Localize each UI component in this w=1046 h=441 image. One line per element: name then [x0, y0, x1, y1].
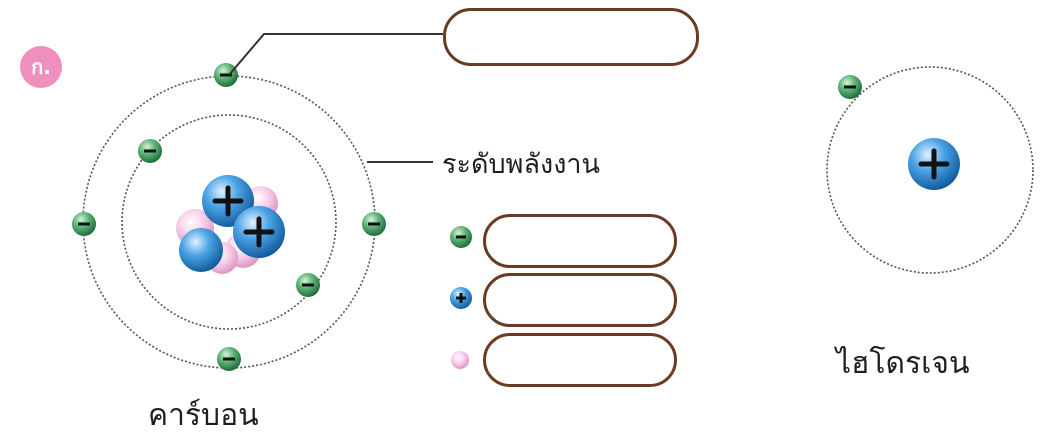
- answer-box-electron-shell[interactable]: [443, 8, 699, 66]
- answer-box-electron[interactable]: [483, 214, 677, 268]
- carbon-atom: [72, 63, 386, 371]
- hydrogen-atom: [826, 66, 1034, 274]
- answer-box-proton[interactable]: [483, 273, 677, 327]
- energy-level-label: ระดับพลังงาน: [442, 149, 601, 180]
- electron: [138, 139, 162, 163]
- hydrogen-label: ไฮโดรเจน: [836, 346, 970, 381]
- neutron-icon: [451, 351, 469, 369]
- carbon-nucleus: [176, 175, 285, 274]
- electron: [217, 347, 241, 371]
- electron-leader-line: [228, 33, 443, 76]
- answer-box-neutron[interactable]: [483, 333, 677, 387]
- carbon-electrons: [72, 63, 386, 371]
- carbon-inner-shell: [121, 114, 337, 330]
- proton: [179, 228, 223, 272]
- electron: [214, 63, 238, 87]
- proton-icon: [450, 287, 472, 309]
- electron: [362, 212, 386, 236]
- hydrogen-shell: [826, 66, 1034, 274]
- electron: [838, 75, 862, 99]
- electron: [72, 212, 96, 236]
- item-badge-label: ก.: [31, 55, 51, 79]
- item-badge: [20, 46, 62, 88]
- carbon-label: คาร์บอน: [148, 398, 259, 433]
- proton: [908, 138, 960, 190]
- electron: [296, 273, 320, 297]
- electron-icon: [450, 226, 472, 248]
